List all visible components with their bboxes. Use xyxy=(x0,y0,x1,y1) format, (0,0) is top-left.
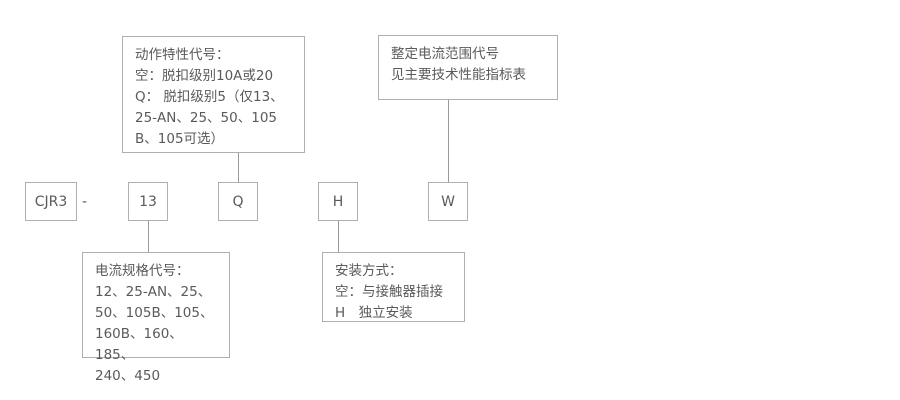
code-separator-dash: - xyxy=(82,194,88,210)
code-segment-current-spec: 13 xyxy=(128,182,168,221)
connector-action-char-to-q xyxy=(238,153,239,182)
connector-13-to-current-spec xyxy=(148,221,149,252)
code-segment-current-range: W xyxy=(428,182,468,221)
code-segment-series: CJR3 xyxy=(25,182,77,221)
callout-install-type: 安装方式： 空：与接触器插接 H 独立安装 xyxy=(322,252,465,322)
callout-current-spec: 电流规格代号： 12、25-AN、25、 50、105B、105、 160B、1… xyxy=(82,252,230,384)
code-segment-install-type: H xyxy=(318,182,358,221)
connector-h-to-install-type xyxy=(338,221,339,252)
callout-action-characteristic: 动作特性代号： 空：脱扣级别10A或20 Q： 脱扣级别5（仅13、 25-AN… xyxy=(122,36,305,153)
connector-current-range-to-w xyxy=(448,100,449,182)
code-segment-action-char: Q xyxy=(218,182,258,221)
callout-current-range: 整定电流范围代号 见主要技术性能指标表 xyxy=(378,35,558,100)
